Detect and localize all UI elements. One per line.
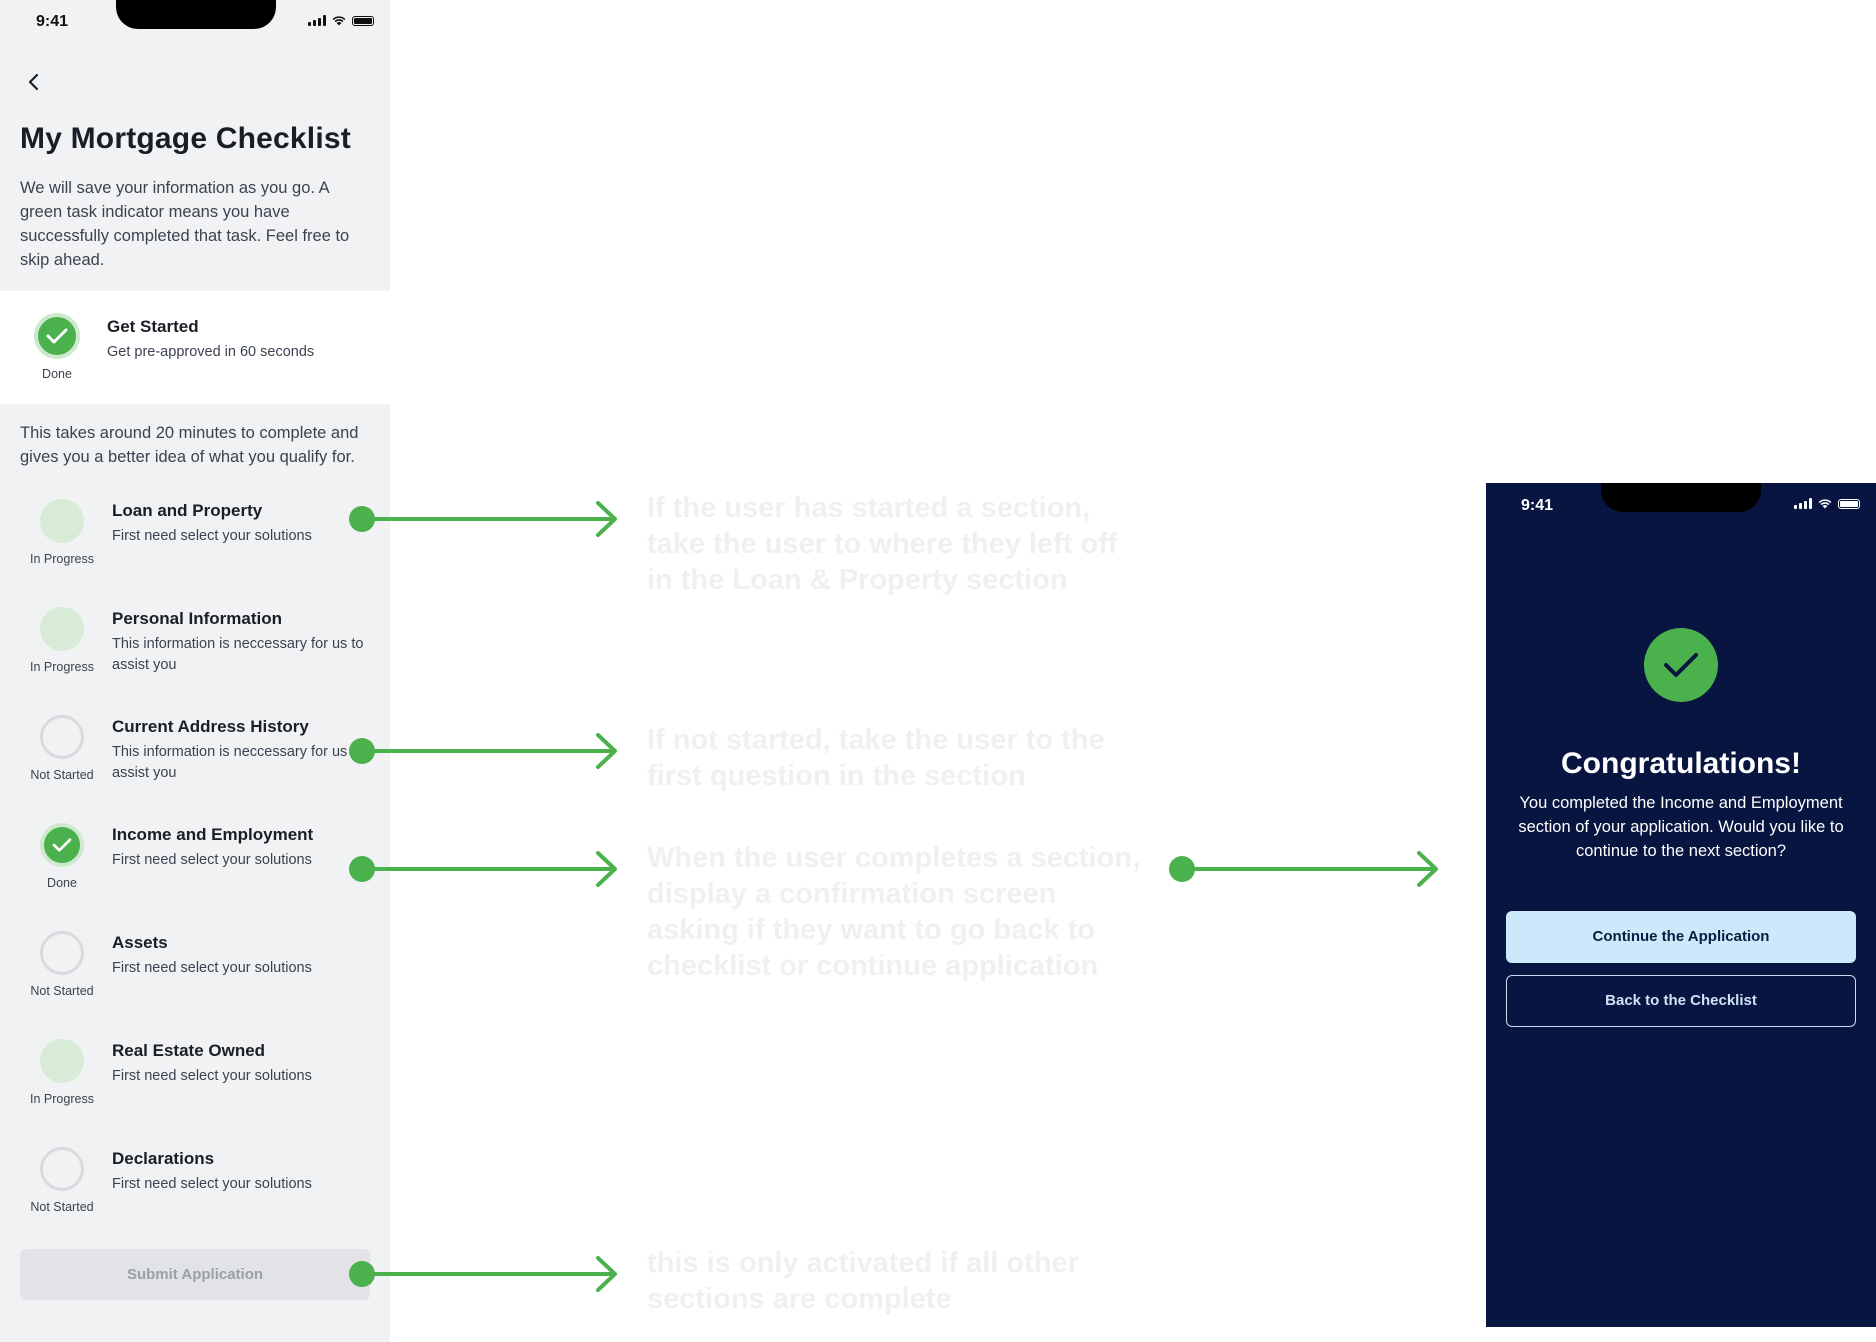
task-subtitle: Get pre-approved in 60 seconds: [107, 344, 315, 360]
task-title: Assets: [112, 933, 168, 952]
not-started-indicator: [40, 931, 84, 975]
task-status: In Progress: [30, 552, 94, 566]
time-estimate-text: This takes around 20 minutes to complete…: [20, 424, 359, 466]
back-chevron-icon[interactable]: [22, 70, 46, 94]
task-declarations[interactable]: Not Started Declarations First need sele…: [0, 1147, 390, 1237]
wifi-icon: [332, 16, 346, 26]
congratulations-message: You completed the Income and Employment …: [1518, 794, 1844, 860]
annotation-not-started-section: If not started, take the user to the fir…: [647, 724, 1105, 792]
task-status: Not Started: [30, 984, 94, 998]
arrow-right-icon: [349, 733, 617, 769]
not-started-indicator: [40, 1147, 84, 1191]
battery-icon: [352, 15, 374, 26]
task-subtitle: First need select your solutions: [112, 852, 312, 868]
task-personal-information[interactable]: In Progress Personal Information This in…: [0, 607, 390, 697]
status-time: 9:41: [1521, 497, 1554, 514]
arrow-right-icon: [349, 851, 617, 887]
status-bar: 9:41: [0, 0, 390, 44]
task-subtitle: First need select your solutions: [112, 528, 312, 544]
task-title: Current Address History: [112, 717, 309, 736]
annotation-submit: this is only activated if all other sect…: [647, 1247, 1079, 1315]
intro-text: We will save your information as you go.…: [20, 179, 350, 269]
task-title: Real Estate Owned: [112, 1041, 266, 1060]
arrow-right-icon: [1169, 851, 1438, 887]
checklist-screen: 9:41 My Mortgage Checklist We will save …: [0, 0, 390, 1342]
check-icon: [52, 838, 72, 852]
task-status: In Progress: [30, 660, 94, 674]
submit-application-button[interactable]: Submit Application: [20, 1249, 370, 1300]
signal-icon: [308, 15, 326, 26]
done-indicator: [40, 823, 84, 867]
task-subtitle: First need select your solutions: [112, 960, 312, 976]
task-title: Income and Employment: [112, 825, 314, 844]
annotation-started-section: If the user has started a section, take …: [647, 492, 1118, 596]
in-progress-indicator: [40, 1039, 84, 1083]
task-subtitle: First need select your solutions: [112, 1068, 312, 1084]
arrow-right-icon: [349, 1256, 617, 1292]
task-status: In Progress: [30, 1092, 94, 1106]
continue-application-button[interactable]: Continue the Application: [1506, 911, 1856, 963]
done-indicator: [34, 313, 80, 359]
task-subtitle: First need select your solutions: [112, 1176, 312, 1192]
task-subtitle: This information is neccessary for us to…: [112, 744, 364, 781]
check-icon: [46, 328, 68, 344]
device-notch: [1601, 483, 1761, 512]
task-income-and-employment[interactable]: Done Income and Employment First need se…: [0, 823, 390, 913]
task-title: Get Started: [107, 317, 199, 336]
device-notch: [116, 0, 276, 29]
task-status: Not Started: [30, 1200, 94, 1214]
not-started-indicator: [40, 715, 84, 759]
congratulations-title: Congratulations!: [1561, 747, 1801, 780]
in-progress-indicator: [40, 607, 84, 651]
task-subtitle: This information is neccessary for us to…: [112, 636, 364, 673]
confirmation-screen: 9:41 Congratulations! You completed the …: [1486, 483, 1876, 1327]
task-get-started[interactable]: Done Get Started Get pre-approved in 60 …: [0, 313, 390, 403]
page-title: My Mortgage Checklist: [20, 122, 351, 155]
success-indicator: [1644, 628, 1718, 702]
signal-icon: [1794, 498, 1812, 509]
task-title: Loan and Property: [112, 501, 263, 520]
task-status: Done: [47, 876, 77, 890]
task-assets[interactable]: Not Started Assets First need select you…: [0, 931, 390, 1021]
back-to-checklist-button[interactable]: Back to the Checklist: [1506, 975, 1856, 1027]
in-progress-indicator: [40, 499, 84, 543]
task-title: Declarations: [112, 1149, 215, 1168]
task-real-estate-owned[interactable]: In Progress Real Estate Owned First need…: [0, 1039, 390, 1129]
check-icon: [1664, 653, 1698, 677]
arrow-right-icon: [349, 501, 617, 537]
task-title: Personal Information: [112, 609, 283, 628]
wifi-icon: [1818, 499, 1832, 509]
task-status: Not Started: [30, 768, 94, 782]
status-bar: 9:41: [1486, 483, 1876, 527]
task-current-address-history[interactable]: Not Started Current Address History This…: [0, 715, 390, 805]
status-time: 9:41: [36, 13, 69, 30]
annotation-completed-section: When the user completes a section, displ…: [647, 842, 1141, 982]
task-status: Done: [42, 367, 72, 381]
task-loan-and-property[interactable]: In Progress Loan and Property First need…: [0, 499, 390, 589]
battery-icon: [1838, 498, 1860, 509]
